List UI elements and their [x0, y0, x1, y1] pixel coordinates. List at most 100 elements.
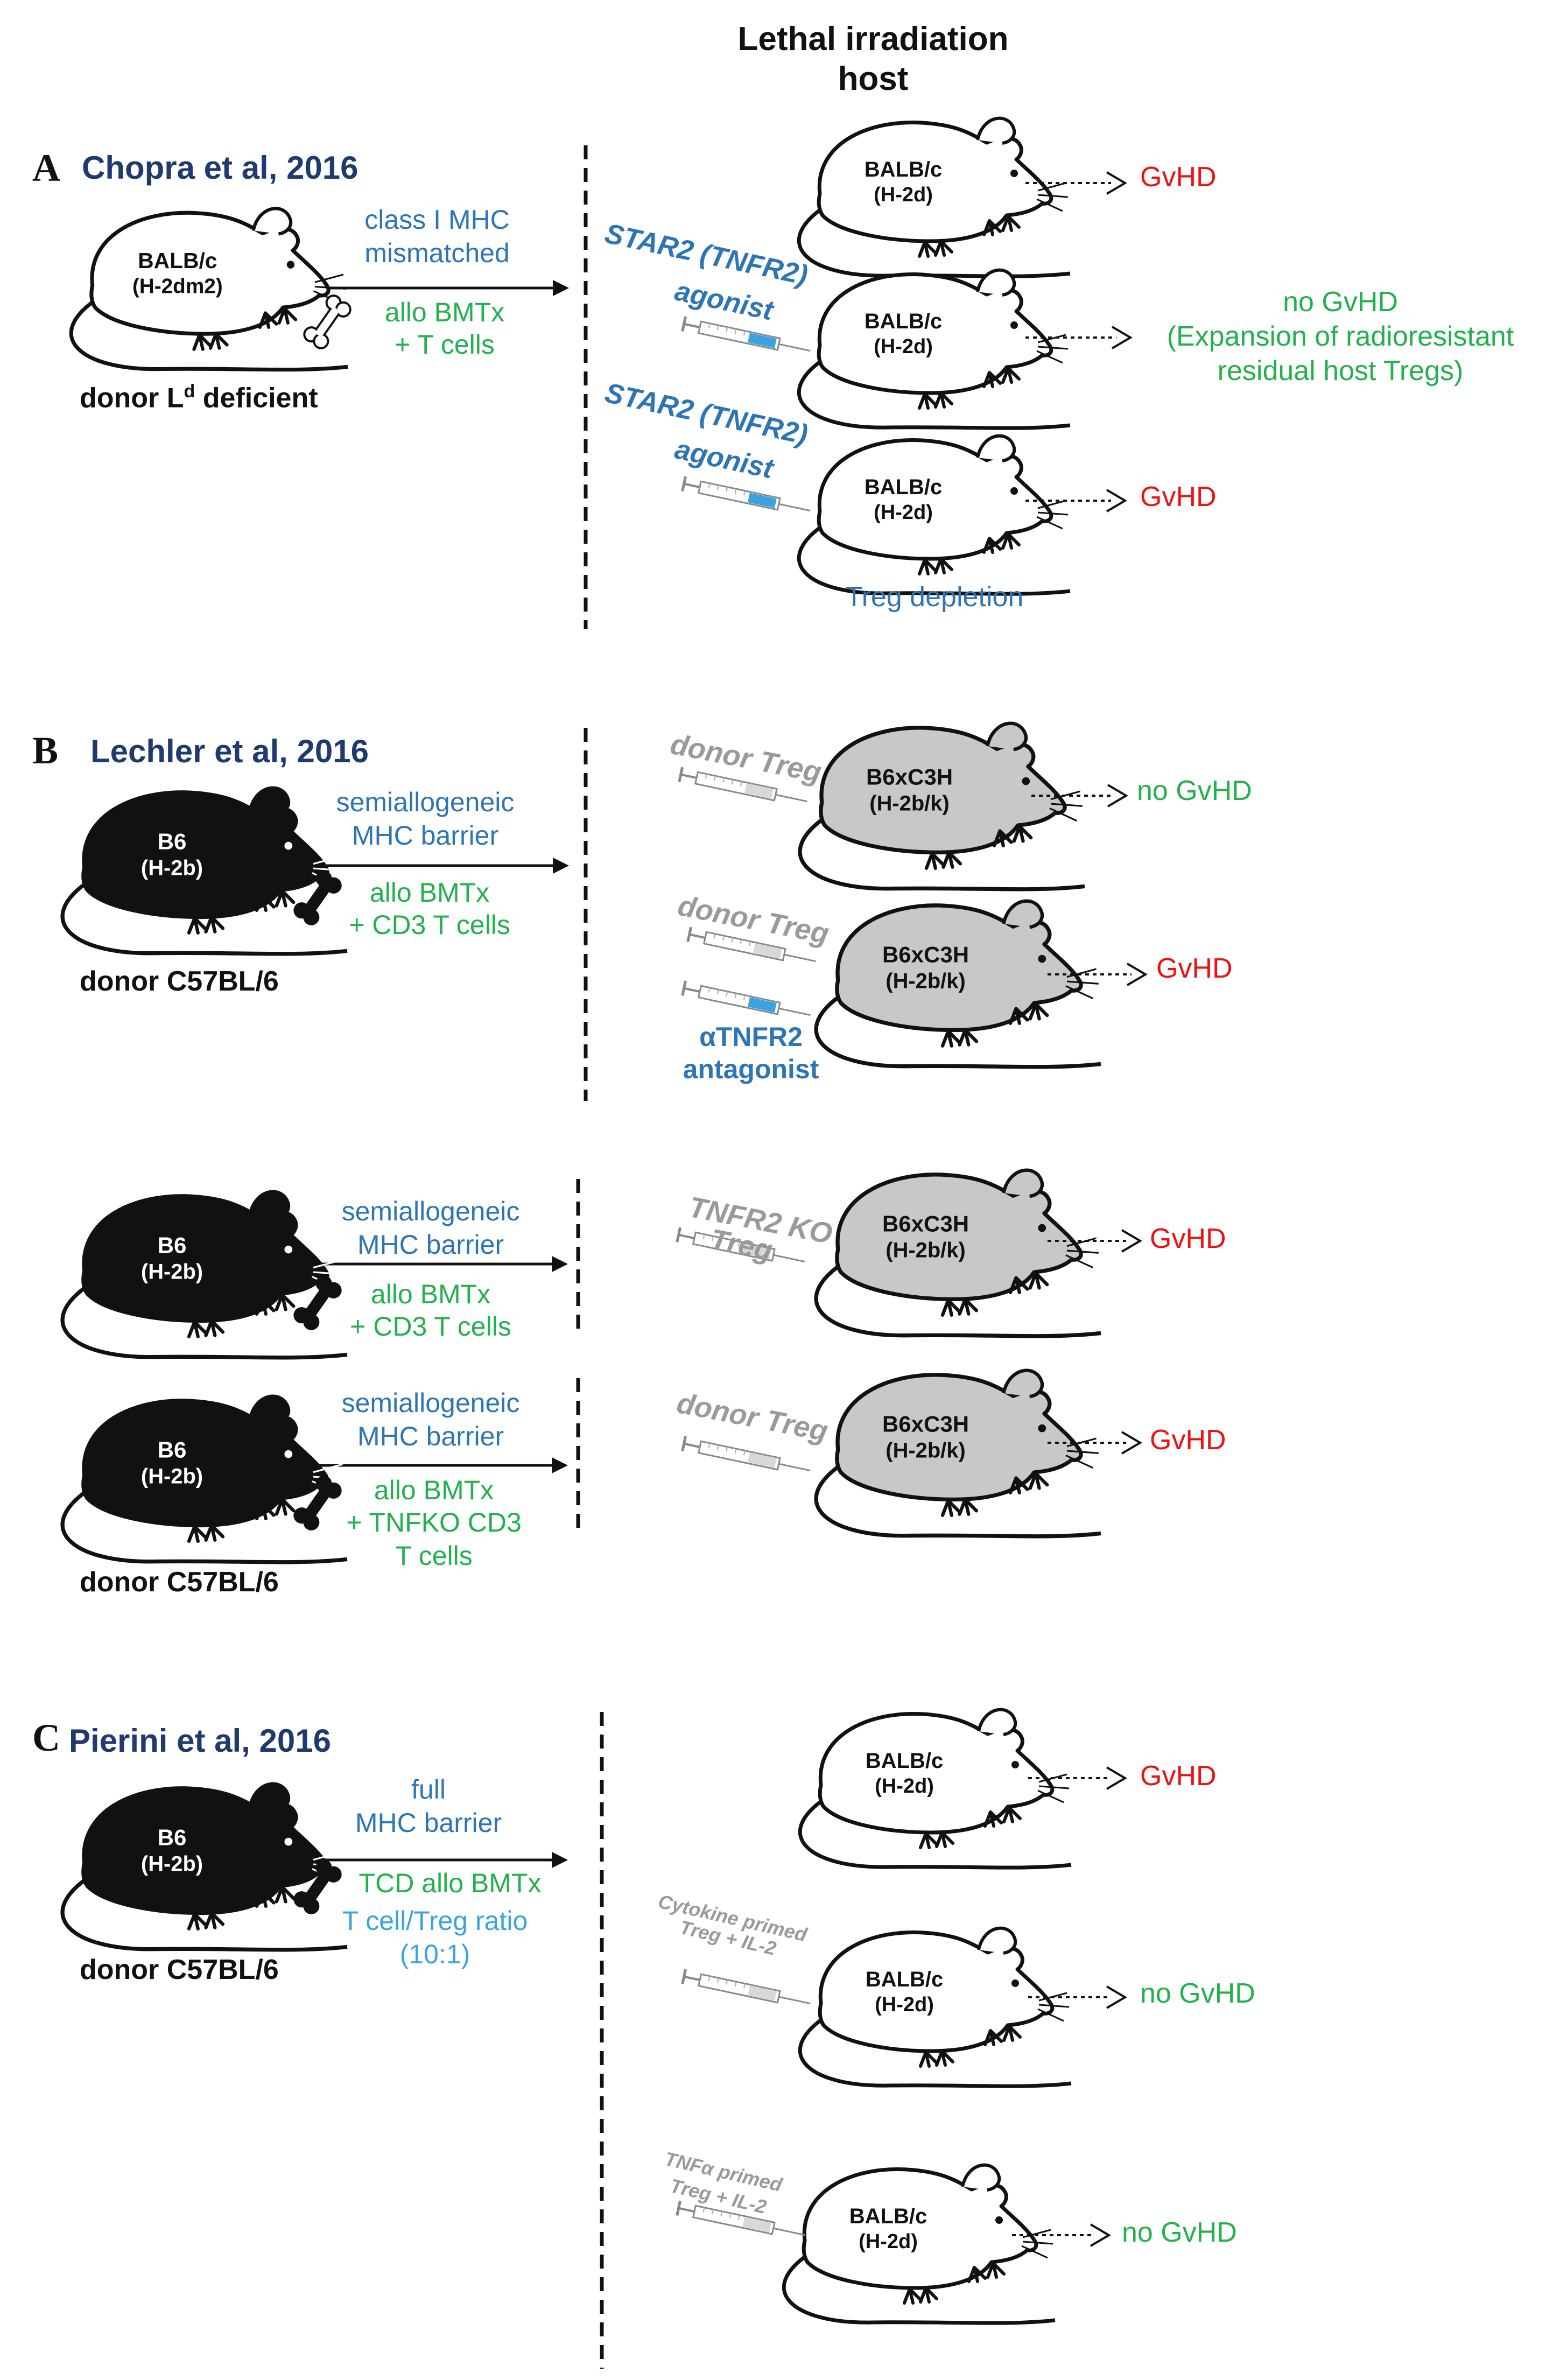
panel-b-arrow1-label-top1: semiallogeneic	[336, 787, 515, 817]
panel-b-arrow2-label-bottom1: allo BMTx	[370, 1279, 491, 1309]
mouse-strain-label: B6xC3H	[866, 764, 953, 789]
mouse-haplotype-label: (H-2d)	[859, 2230, 918, 2253]
host-mouse-panel-c-3: BALB/c(H-2d)	[782, 2163, 1056, 2325]
outcome-arrow	[1012, 2223, 1111, 2247]
panel-a-arrow-label-bottom1: allo BMTx	[384, 297, 505, 327]
panel-a-arrow-label-top1: class I MHC	[364, 205, 510, 235]
donor-mouse-panel-b-2: B6(H-2b)	[60, 1190, 348, 1360]
outcome-arrow	[1048, 1431, 1142, 1455]
panel-c-letter: C	[32, 1716, 60, 1759]
panel-a-letter: A	[32, 146, 60, 189]
mouse-haplotype-label: (H-2dm2)	[132, 275, 223, 298]
mouse-haplotype-label: (H-2d)	[874, 335, 933, 358]
syringe-donor-treg-3	[681, 1436, 811, 1472]
syringe-star2-agonist-2	[681, 476, 811, 512]
mouse-strain-label: B6xC3H	[882, 1411, 969, 1436]
panel-b-arrow2-label-top1: semiallogeneic	[341, 1196, 520, 1226]
syringe-antagonist	[681, 980, 811, 1016]
panel-a-outcome2-line2: (Expansion of radioresistant	[1166, 321, 1514, 352]
mouse-strain-label: BALB/c	[865, 475, 942, 499]
host-mouse-panel-b-1: B6xC3H (H-2b/k)	[798, 721, 1085, 891]
panel-c-outcome2: no GvHD	[1140, 1978, 1255, 2009]
mouse-haplotype-label: (H-2d)	[874, 184, 933, 206]
panel-c-ratio-line2: (10:1)	[399, 1939, 470, 1969]
panel-b-citation: Lechler et al, 2016	[90, 733, 369, 769]
donor-mouse-panel-b-3: B6 (H-2b)	[60, 1394, 348, 1564]
mouse-haplotype-label: (H-2d)	[874, 501, 933, 524]
panel-b-arrow1-label-bottom1: allo BMTx	[369, 877, 490, 908]
panel-c-ratio-line1: T cell/Treg ratio	[342, 1906, 528, 1936]
mouse-haplotype-label: (H-2b)	[141, 1852, 203, 1876]
panel-a-donor-label: donor Ld deficient	[80, 381, 318, 414]
mouse-strain-label: B6	[158, 1824, 187, 1850]
host-mouse-panel-a-2: BALB/c(H-2d)	[797, 268, 1071, 430]
syringe-tnfa-primed-treg	[676, 2200, 805, 2236]
panel-a-donor-label-prefix: donor L	[80, 382, 184, 414]
bone-icon	[293, 1275, 342, 1330]
panel-b-arrow1-label-bottom2: + CD3 T cells	[349, 910, 510, 940]
mouse-strain-label: BALB/c	[866, 1968, 943, 1991]
syringe-cytokine-primed-treg	[681, 1969, 811, 2005]
outcome-arrow	[1048, 1229, 1142, 1253]
syringe-star2-agonist-1	[681, 316, 811, 352]
panel-b-arrow3-label-bottom1: allo BMTx	[374, 1475, 494, 1505]
panel-b-letter: B	[32, 729, 59, 772]
panel-b-arrow2-label-bottom2: + CD3 T cells	[350, 1311, 511, 1342]
bone-icon	[293, 1476, 342, 1530]
bone-icon	[303, 294, 352, 349]
outcome-arrow	[1028, 1766, 1127, 1790]
mouse-strain-label: BALB/c	[849, 2205, 927, 2228]
panel-b-arrow1-label-top2: MHC barrier	[352, 820, 499, 851]
panel-c-citation: Pierini et al, 2016	[69, 1723, 331, 1759]
panel-a-outcome2-line3: residual host Tregs)	[1217, 355, 1464, 387]
donor-mouse-panel-a: BALB/c(H-2dm2)	[69, 207, 348, 372]
panel-b-outcome1: no GvHD	[1137, 775, 1252, 806]
panel-c-arrow-label-top1: full	[411, 1774, 446, 1805]
mouse-haplotype-label: (H-2b/k)	[869, 792, 949, 816]
outcome-arrow	[1025, 489, 1127, 512]
panel-b-donor-label1: donor C57BL/6	[80, 966, 279, 997]
host-mouse-panel-a-3: BALB/c(H-2d)	[797, 434, 1071, 596]
mouse-strain-label: B6	[158, 1437, 187, 1462]
outcome-arrow	[1028, 1985, 1127, 2009]
panel-a-donor-label-sup: d	[184, 381, 195, 402]
host-mouse-panel-b-4: B6xC3H (H-2b/k)	[814, 1368, 1101, 1539]
panel-c-outcome3: no GvHD	[1122, 2217, 1237, 2248]
panel-b-antagonist-line2: antagonist	[683, 1054, 819, 1084]
bone-icons	[293, 294, 352, 1914]
panel-b-arrow3-label-top2: MHC barrier	[357, 1421, 504, 1451]
host-mouse-panel-c-2: BALB/c(H-2d)	[798, 1926, 1072, 2088]
bone-icon	[293, 1859, 342, 1914]
syringe-illustrations	[676, 316, 816, 2236]
outcome-arrow	[1031, 784, 1128, 808]
transfer-arrows	[295, 280, 569, 1868]
panel-c-outcome1: GvHD	[1140, 1760, 1217, 1792]
dashed-dividers	[576, 145, 604, 2369]
panel-c-arrow-label-bottom: TCD allo BMTx	[359, 1868, 542, 1898]
outcome-arrow	[1048, 963, 1148, 986]
panel-c-donor-label: donor C57BL/6	[80, 1954, 279, 1985]
mouse-haplotype-label: (H-2b)	[141, 1260, 203, 1284]
panel-b-outcome2: GvHD	[1156, 953, 1233, 984]
mouse-haplotype-label: (H-2b/k)	[886, 1439, 965, 1463]
mouse-strain-label: B6	[158, 1232, 187, 1258]
syringe-donor-treg-1	[678, 767, 807, 803]
panel-a-donor-label-suffix: deficient	[195, 382, 318, 414]
mouse-haplotype-label: (H-2b)	[141, 1465, 203, 1489]
panel-b-arrow3-label-bottom3: T cells	[395, 1541, 473, 1571]
donor-mouse-panel-b-1: B6(H-2b)	[60, 786, 348, 956]
panel-b-outcome4: GvHD	[1150, 1424, 1226, 1456]
panel-b-arrow2-label-top2: MHC barrier	[357, 1230, 504, 1260]
panel-b-donor-label2: donor C57BL/6	[80, 1567, 279, 1598]
mouse-strain-label: BALB/c	[866, 1749, 943, 1773]
mouse-illustrations: BALB/c(H-2dm2)B6(H-2b)B6(H-2b)B6(H-2b)B6…	[60, 116, 1101, 2325]
syringe-tnfr2-ko-treg	[676, 1227, 805, 1263]
host-mouse-panel-b-2: B6xC3H(H-2b/k)	[814, 899, 1101, 1069]
mouse-strain-label: BALB/c	[138, 248, 217, 273]
host-mouse-panel-a-1: BALB/c(H-2d)	[797, 116, 1071, 278]
panel-a-outcome3: GvHD	[1140, 481, 1217, 512]
mouse-haplotype-label: (H-2d)	[875, 1993, 934, 2016]
panel-a-treatment-note: Treg depletion	[845, 581, 1024, 613]
bone-icon	[293, 870, 342, 925]
panel-a-arrow-label-top2: mismatched	[364, 238, 510, 268]
